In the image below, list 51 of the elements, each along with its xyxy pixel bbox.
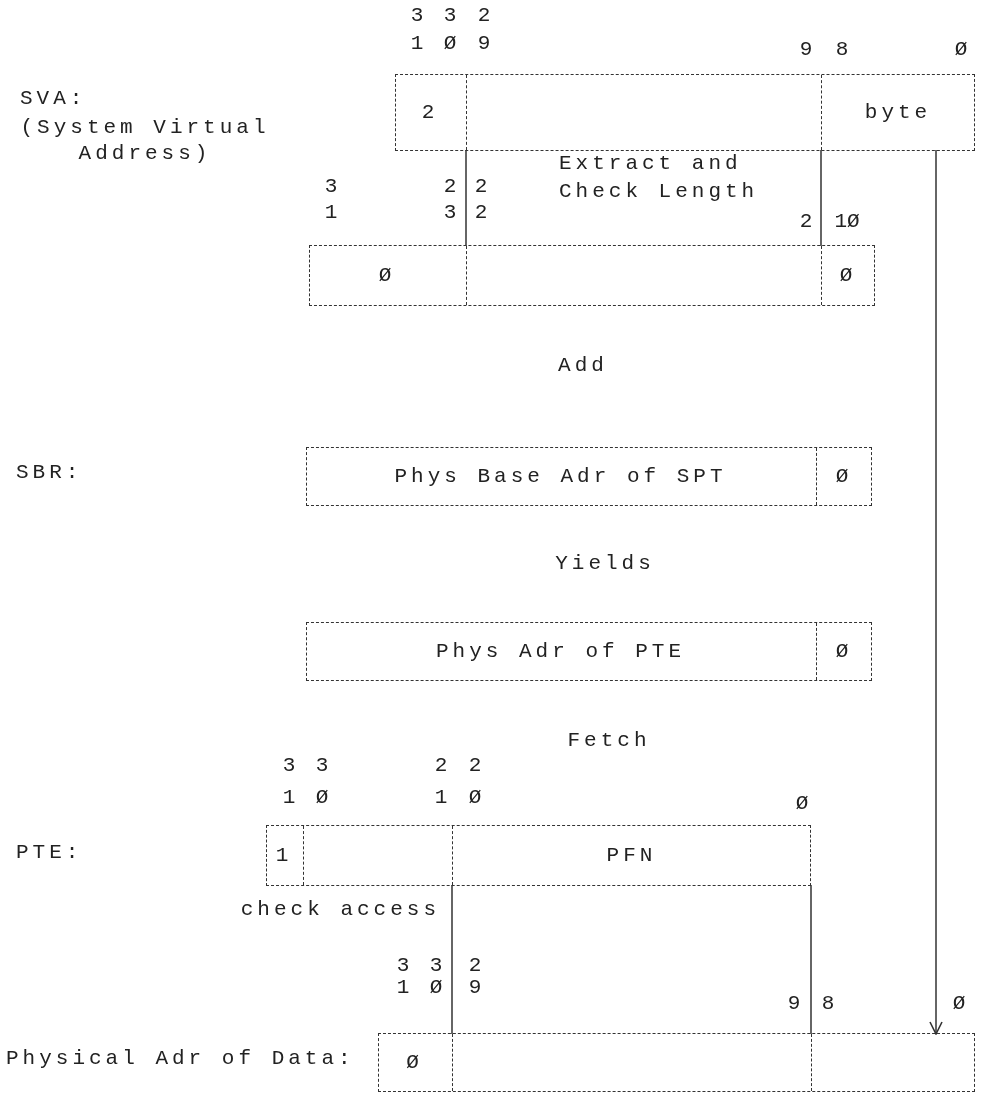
bit-number: 8 [821, 993, 835, 1015]
bit-number: 2 Ø [468, 753, 482, 811]
bit-number: Ø [795, 791, 809, 817]
bit-field: byte [820, 75, 975, 150]
connector-line [810, 884, 812, 1035]
bit-field: 1 [265, 826, 303, 885]
bit-number: Ø [952, 993, 966, 1015]
register-label: (System Virtual Address) [20, 115, 270, 167]
register-label: SBR: [16, 461, 83, 484]
bit-number: Ø [954, 37, 968, 63]
bit-number: 9 [799, 37, 813, 63]
bit-field: 2 [394, 75, 466, 150]
bit-number: 2 2 [474, 174, 488, 226]
bit-field: Phys Adr of PTE [305, 623, 816, 680]
bit-field: Ø [815, 623, 872, 680]
bit-number: 3 1 [282, 753, 296, 811]
bit-number: 2 9 [468, 955, 482, 999]
bit-number: 2 1 [434, 753, 448, 811]
bit-field: Ø [815, 448, 872, 505]
step-label: Fetch [567, 729, 651, 752]
connector-line [465, 149, 467, 247]
bit-number: 3 Ø [315, 753, 329, 811]
bit-number: 2 [799, 209, 813, 235]
bit-number: 3 1 [410, 3, 424, 57]
bit-number: 2 9 [477, 3, 491, 57]
bit-number: 2 3 [443, 174, 457, 226]
register-label: PTE: [16, 841, 83, 864]
register-label: Physical Adr of Data: [6, 1047, 355, 1070]
register-box [266, 825, 811, 886]
connector-line [820, 149, 822, 247]
bit-field: Ø [377, 1034, 452, 1091]
arrow [929, 149, 943, 1035]
step-label: Add [558, 354, 608, 377]
step-note: Extract and Check Length [559, 151, 760, 205]
bit-number: 8 [835, 37, 849, 63]
bit-number: 3 1 [324, 174, 338, 226]
register-box [395, 74, 975, 151]
bit-field: Ø [308, 246, 466, 305]
register-box [309, 245, 875, 306]
bit-number: 3 Ø [443, 3, 457, 57]
bit-field: PFN [451, 826, 811, 885]
register-box [378, 1033, 975, 1092]
step-label: Yields [555, 552, 655, 575]
bit-number: 3 1 [396, 955, 410, 999]
bit-number: 3 Ø [429, 955, 443, 999]
bit-number: 1Ø [834, 209, 860, 235]
bit-field: Phys Base Adr of SPT [305, 448, 816, 505]
connector-line [451, 884, 453, 1035]
bit-field: Ø [820, 246, 875, 305]
bit-number: 9 [787, 993, 801, 1015]
register-label: SVA: [20, 87, 87, 110]
